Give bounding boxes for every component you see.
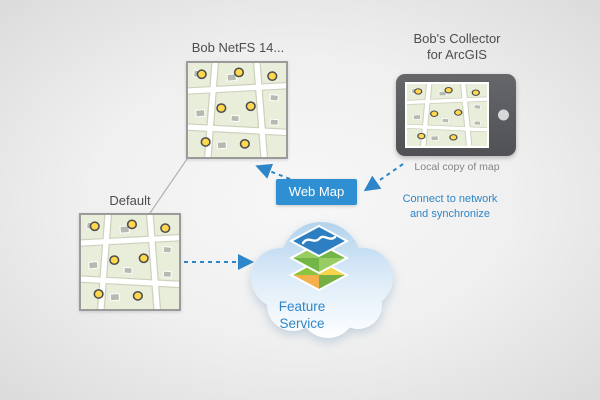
tablet-device xyxy=(396,74,516,156)
layer-top xyxy=(288,224,350,258)
connect-annotation: Connect to network and synchronize xyxy=(394,192,506,222)
feature-service-line2: Service xyxy=(279,315,325,331)
default-map-thumbnail xyxy=(79,213,181,311)
web-map-node: Web Map xyxy=(276,179,357,205)
layer-middle xyxy=(288,241,350,275)
feature-service-line1: Feature xyxy=(278,299,326,314)
feature-service-layers-icon xyxy=(288,224,350,292)
tablet-home-button xyxy=(498,109,509,121)
tablet-screen xyxy=(405,82,489,148)
map-thumbnail-art xyxy=(188,63,286,157)
collector-title: Bob's Collector for ArcGIS xyxy=(398,31,516,62)
local-copy-caption: Local copy of map xyxy=(414,161,500,173)
map-thumbnail-art xyxy=(407,84,487,146)
map-thumbnail-art xyxy=(81,215,179,309)
webmap-to-netfs-arrow xyxy=(255,163,291,180)
connect-annotation-line2: and synchronize xyxy=(409,207,491,220)
feature-service-label: Feature Service xyxy=(256,299,348,333)
netfs-map-thumbnail xyxy=(186,61,288,159)
connect-annotation-line1: Connect to network xyxy=(402,193,498,205)
netfs-map-label: Bob NetFS 14... xyxy=(191,40,285,55)
default-map-label: Default xyxy=(109,193,151,208)
collector-title-line2: for ArcGIS xyxy=(427,46,487,62)
collector-title-line1: Bob's Collector xyxy=(413,31,501,46)
